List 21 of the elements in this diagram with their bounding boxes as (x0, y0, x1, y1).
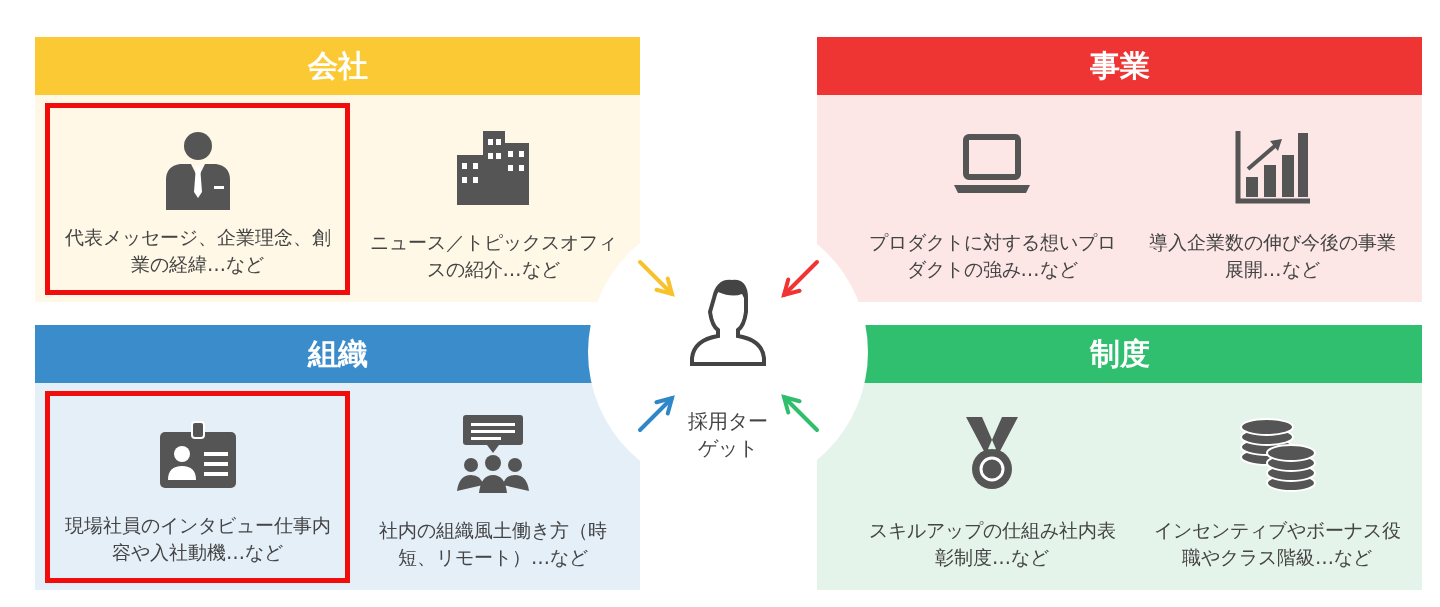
panel-header: 事業 (817, 37, 1422, 95)
item-description: 導入企業数の伸び今後の事業展開…など (1147, 230, 1397, 282)
category-panel (35, 37, 640, 302)
arrow (638, 396, 674, 432)
item-description: スキルアップの仕組み社内表彰制度…など (867, 518, 1117, 570)
category-panel (817, 37, 1422, 302)
item-description: 代表メッセージ、企業理念、創業の経緯…など (63, 225, 332, 277)
panel-header: 会社 (35, 37, 640, 95)
arrow (782, 260, 819, 297)
arrow (782, 395, 819, 432)
item-description: 現場社員のインタビュー仕事内容や入社動機…など (63, 513, 332, 565)
category-panel (35, 325, 640, 590)
item-description: プロダクトに対する想いプロダクトの強み…など (867, 230, 1117, 282)
item-description: インセンティブやボーナス役職やクラス階級…など (1152, 518, 1402, 570)
highlight-frame (45, 103, 350, 295)
arrow (638, 260, 674, 296)
category-panel (817, 325, 1422, 590)
highlight-frame (45, 391, 350, 583)
target-label: 採用ターゲット (687, 408, 769, 462)
item-description: ニュース／トピックスオフィスの紹介…など (368, 230, 618, 282)
item-description: 社内の組織風土働き方（時短、リモート）…など (378, 518, 608, 570)
